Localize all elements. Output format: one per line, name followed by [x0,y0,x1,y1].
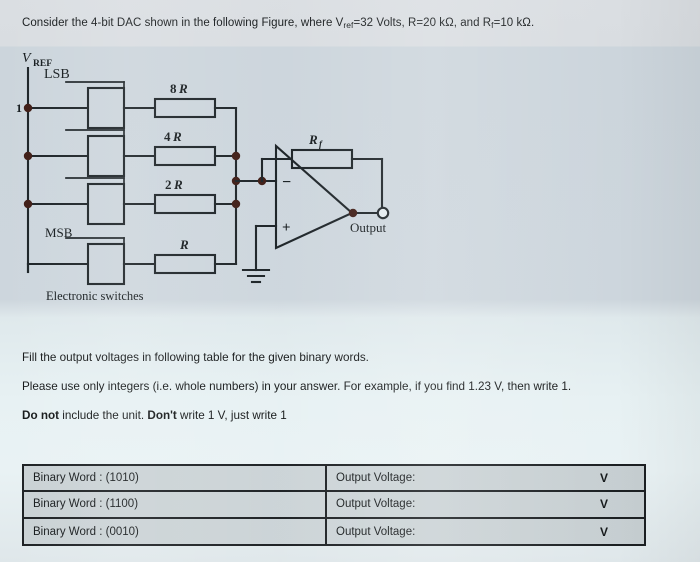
svg-text:f: f [319,139,323,149]
table-row: Binary Word : (1010) Output Voltage: V [24,466,644,493]
unit-volts-label: V [600,524,609,539]
output-voltage-label: Output Voltage: [336,472,416,485]
answer-table: Binary Word : (1010) Output Voltage: V B… [22,464,646,546]
svg-text:−: − [282,174,291,191]
prompt-text-part1: Consider the 4-bit DAC shown in the foll… [22,17,344,29]
instruction-end-text: write 1 V, just write 1 [176,409,287,422]
svg-text:R: R [173,177,183,192]
svg-text:2: 2 [165,177,172,192]
instruction-bold-dont: Don't [147,409,177,422]
svg-text:R: R [172,129,182,144]
svg-text:8: 8 [170,81,177,96]
svg-text:Output: Output [350,220,387,235]
binary-word-cell: Binary Word : (1010) [24,466,327,491]
output-voltage-label: Output Voltage: [336,498,416,511]
svg-text:MSB: MSB [45,225,73,240]
prompt-text-part2: =32 Volts, R=20 kΩ, and R [353,17,492,29]
svg-text:4: 4 [164,129,171,144]
binary-word-cell: Binary Word : (0010) [24,518,327,545]
instruction-bold-donot: Do not [22,409,59,422]
svg-text:R: R [308,132,318,147]
dac-circuit-diagram: .w { stroke:#1b2226; stroke-width:2.1; f… [0,46,700,308]
output-voltage-label: Output Voltage: [336,525,416,538]
svg-text:R: R [178,81,188,96]
svg-text:R: R [179,237,189,252]
instruction-mid-text: include the unit. [59,409,148,422]
question-prompt: Consider the 4-bit DAC shown in the foll… [22,17,534,30]
vref-subscript: ref [343,20,354,30]
output-voltage-cell[interactable]: Output Voltage: V [327,492,644,516]
svg-text:V: V [22,51,32,66]
unit-volts-label: V [600,471,609,486]
svg-text:Electronic switches: Electronic switches [46,289,144,303]
table-row: Binary Word : (1100) Output Voltage: V [24,492,644,519]
rf-subscript: f [491,20,494,30]
instruction-line-3: Do not include the unit. Don't write 1 V… [22,409,287,422]
instruction-line-1: Fill the output voltages in following ta… [22,351,369,364]
svg-text:1: 1 [16,101,22,115]
binary-word-cell: Binary Word : (1100) [24,492,327,517]
svg-text:+: + [282,220,291,236]
prompt-text-part3: =10 kΩ. [493,17,535,29]
svg-text:REF: REF [33,59,52,69]
svg-text:LSB: LSB [44,67,70,82]
output-voltage-cell[interactable]: Output Voltage: V [327,466,644,490]
table-row: Binary Word : (0010) Output Voltage: V [24,518,644,545]
unit-volts-label: V [600,497,609,512]
output-voltage-cell[interactable]: Output Voltage: V [327,519,644,545]
instruction-line-2: Please use only integers (i.e. whole num… [22,380,572,393]
